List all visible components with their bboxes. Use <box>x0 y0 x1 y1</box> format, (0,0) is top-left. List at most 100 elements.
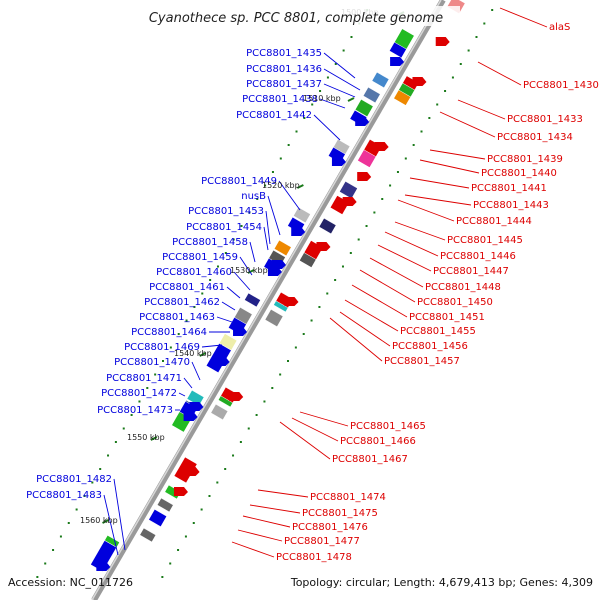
track-dot <box>350 36 353 38</box>
forward-gene-label: PCC8801_1483 <box>26 490 102 501</box>
kbp-tick <box>347 97 355 102</box>
label-connector <box>499 7 548 28</box>
label-connector <box>191 361 201 381</box>
kbp-label: 1550 kbp <box>127 433 165 442</box>
track-dot <box>396 171 399 173</box>
track-dot <box>319 90 322 92</box>
forward-gene-label: PCC8801_1472 <box>101 388 177 399</box>
track-dot <box>99 468 102 470</box>
track-dot <box>44 562 47 565</box>
track-dot <box>444 90 447 92</box>
track-dot <box>287 144 290 146</box>
strand-arrow <box>96 562 111 571</box>
track-dot <box>154 373 157 376</box>
reverse-gene-label: PCC8801_1467 <box>332 454 408 465</box>
track-dot <box>326 76 329 79</box>
track-dot <box>122 427 125 430</box>
label-connector <box>278 180 301 211</box>
track-dot <box>334 279 337 281</box>
reverse-gene-label: PCC8801_1439 <box>487 154 563 165</box>
label-connector <box>404 194 472 206</box>
label-connector <box>249 241 256 263</box>
label-connector <box>178 392 186 397</box>
label-connector <box>216 316 233 323</box>
track-dot <box>146 387 149 389</box>
track-dot <box>162 360 165 362</box>
track-dot <box>184 535 187 538</box>
track-dot <box>412 144 415 146</box>
kbp-label: 1530 kbp <box>230 266 268 275</box>
forward-gene-label: PCC8801_1442 <box>236 110 312 121</box>
gene-box <box>264 308 284 328</box>
forward-gene-label: PCC8801_1473 <box>97 405 173 416</box>
strand-arrow <box>435 37 450 46</box>
track-dot <box>287 360 290 362</box>
kbp-tick <box>247 269 255 274</box>
reverse-gene-label: PCC8801_1443 <box>473 200 549 211</box>
track-dot <box>365 225 368 227</box>
label-connector <box>457 99 506 120</box>
track-dot <box>216 265 219 268</box>
label-connector <box>419 159 480 174</box>
track-dot <box>459 63 462 65</box>
strand-arrow <box>233 327 248 336</box>
track-dot <box>59 535 62 538</box>
track-dot <box>349 252 352 254</box>
forward-gene-label: PCC8801_1454 <box>186 222 262 233</box>
reverse-gene-label: PCC8801_1474 <box>310 492 386 503</box>
track-dot <box>224 252 227 254</box>
reverse-gene-label: PCC8801_1476 <box>292 522 368 533</box>
reverse-gene-label: PCC8801_1451 <box>409 312 485 323</box>
track-dot <box>114 441 117 443</box>
track-dot <box>341 265 344 268</box>
track-dot <box>185 319 188 322</box>
forward-gene-label: PCC8801_1453 <box>188 206 264 217</box>
strand-arrow <box>374 142 389 151</box>
label-connector <box>377 244 432 272</box>
label-connector <box>201 344 223 348</box>
label-connector <box>226 286 241 299</box>
track-dot <box>318 306 321 308</box>
track-dot <box>303 117 306 119</box>
kbp-label: 1520 kbp <box>262 181 300 190</box>
label-connector <box>231 541 275 558</box>
track-dot <box>420 130 423 133</box>
label-connector <box>384 231 439 257</box>
label-connector <box>237 529 283 542</box>
topology-text: Topology: circular; Length: 4,679,413 bp… <box>290 576 593 589</box>
kbp-tick <box>199 352 207 357</box>
gene-box <box>273 239 292 257</box>
track-dot <box>389 184 392 187</box>
strand-arrow <box>267 267 282 276</box>
genome-backbone-highlight <box>91 0 442 600</box>
track-dot <box>67 522 70 524</box>
label-connector <box>397 199 455 222</box>
reverse-gene-label: PCC8801_1466 <box>340 436 416 447</box>
forward-gene-label: PCC8801_1461 <box>149 282 225 293</box>
kbp-label: 1560 kbp <box>80 516 118 525</box>
track-dot <box>271 387 274 389</box>
forward-gene-label: PCC8801_1464 <box>131 327 207 338</box>
gene-box <box>362 86 381 104</box>
track-dot <box>451 76 454 79</box>
kbp-label: 1510 kbp <box>303 94 341 103</box>
reverse-gene-label: alaS <box>549 22 570 33</box>
track-dot <box>209 279 212 281</box>
track-dot <box>161 576 164 578</box>
label-connector <box>429 149 486 160</box>
reverse-gene-label: PCC8801_1465 <box>350 421 426 432</box>
label-connector <box>359 269 416 303</box>
gene-box <box>389 41 407 59</box>
gene-box <box>371 71 390 89</box>
strand-arrow <box>284 297 299 306</box>
forward-gene-label: PCC8801_1435 <box>246 48 322 59</box>
strand-arrow <box>316 242 331 251</box>
label-connector <box>103 494 119 556</box>
reverse-gene-label: PCC8801_1456 <box>392 341 468 352</box>
label-connector <box>394 221 446 241</box>
reverse-gene-label: PCC8801_1444 <box>456 216 532 227</box>
reverse-gene-label: PCC8801_1446 <box>440 251 516 262</box>
forward-gene-label: PCC8801_1460 <box>156 267 232 278</box>
track-dot <box>247 427 250 430</box>
label-connector <box>291 417 339 442</box>
